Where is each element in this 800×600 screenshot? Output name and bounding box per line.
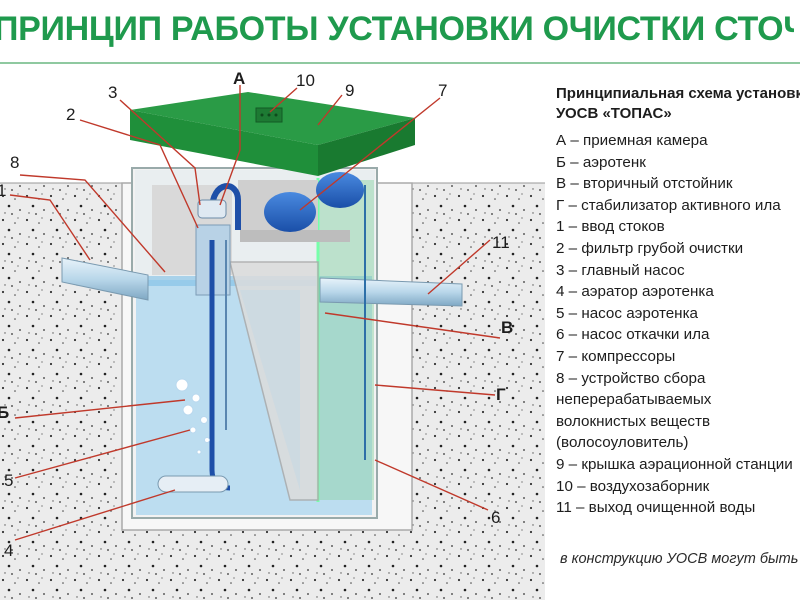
callout-B: Б xyxy=(0,403,9,422)
callout-2: 2 xyxy=(66,105,75,124)
legend-item-7: 7 – компрессоры xyxy=(556,347,676,365)
legend-item-2: 2 – фильтр грубой очистки xyxy=(556,239,744,257)
legend-item-A: А – приемная камера xyxy=(556,132,708,149)
legend-item-11: 11 – выход очищенной воды xyxy=(556,499,756,517)
legend-heading-line-2: УОСВ «ТОПАС» xyxy=(556,105,672,122)
aerator xyxy=(157,475,229,493)
lid-front xyxy=(130,110,318,176)
air-intake-vents xyxy=(260,113,278,117)
outlet-pipe xyxy=(319,277,463,307)
main-pump-head xyxy=(197,199,227,219)
legend-panel: Принципиальная схема установки УОСВ «ТОП… xyxy=(556,84,800,519)
callout-8: 8 xyxy=(10,153,19,172)
compressor-left xyxy=(264,192,316,232)
clarifier-inner xyxy=(240,290,300,490)
callout-6: 6 xyxy=(491,508,500,527)
lid-side xyxy=(318,118,415,176)
footnote: в конструкцию УОСВ могут быть внесены из… xyxy=(560,548,800,570)
ground-bottom xyxy=(122,530,412,600)
page-title: ПРИНЦИП РАБОТЫ УСТАНОВКИ ОЧИСТКИ СТОЧНЫХ… xyxy=(0,10,794,48)
callout-9: 9 xyxy=(345,81,354,100)
inlet-pipe xyxy=(61,257,149,301)
callout-V: В xyxy=(501,318,513,337)
legend-heading-line-1: Принципиальная схема установки xyxy=(556,85,800,102)
leader-lines xyxy=(9,85,501,541)
legend-item-B: Б – аэротенк xyxy=(556,153,646,171)
legend-item-9: 9 – крышка аэрационной станции xyxy=(556,455,793,473)
legend-item-G: Г – стабилизатор активного ила xyxy=(556,196,781,214)
legend-item-5: 5 – насос аэротенка xyxy=(556,304,698,322)
legend-item-3: 3 – главный насос xyxy=(556,261,685,279)
air-bubbles xyxy=(175,378,210,455)
ground-left xyxy=(0,183,122,600)
callout-4: 4 xyxy=(4,541,13,560)
callout-A: А xyxy=(233,69,245,88)
footnote-text: в конструкцию УОСВ могут быть внесены из… xyxy=(560,551,800,567)
legend-item-10: 10 – воздухозаборник xyxy=(556,477,710,495)
legend-item-1: 1 – ввод стоков xyxy=(556,218,665,236)
legend-item-8: 8 – устройство сбора неперерабатываемых … xyxy=(556,369,712,452)
callout-10: 10 xyxy=(296,71,315,90)
compressor-right xyxy=(316,172,364,208)
callout-11: 11 xyxy=(492,233,510,252)
callout-G: Г xyxy=(496,385,506,404)
callout-3: 3 xyxy=(108,83,117,102)
legend-item-V: В – вторичный отстойник xyxy=(556,175,733,193)
callout-7: 7 xyxy=(438,81,447,100)
septic-station-diagram: 1 2 3 А 10 9 7 8 11 В Б Г 5 6 4 xyxy=(0,69,545,600)
legend-item-6: 6 – насос откачки ила xyxy=(556,326,710,344)
legend-item-4: 4 – аэратор аэротенка xyxy=(556,283,714,301)
title-divider xyxy=(0,62,800,64)
ground-right xyxy=(412,183,545,600)
compressor-shelf xyxy=(240,230,350,242)
callout-1: 1 xyxy=(0,181,6,200)
callout-5: 5 xyxy=(4,471,13,490)
